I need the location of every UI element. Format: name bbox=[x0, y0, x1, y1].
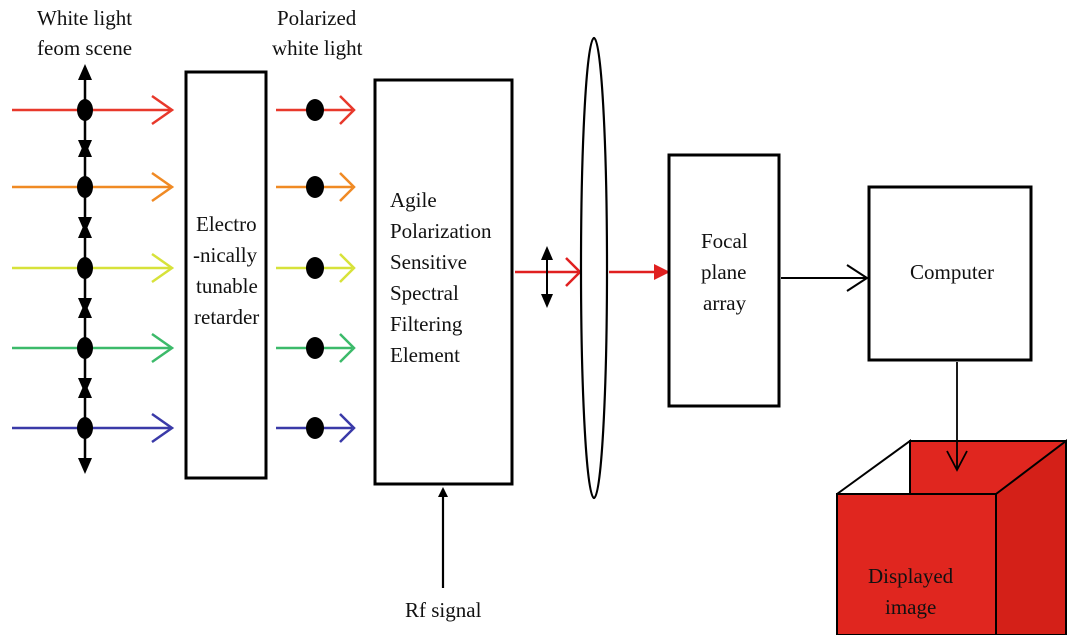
lens bbox=[579, 36, 609, 500]
filter-box bbox=[373, 78, 514, 486]
polarization-arrow-up-head bbox=[541, 246, 553, 260]
computer-box bbox=[867, 185, 1033, 362]
beam-to-focal-plane-arrowhead bbox=[654, 264, 670, 280]
filter-label-line5: Filtering bbox=[390, 312, 463, 336]
polarized-dot-5 bbox=[306, 417, 324, 439]
retarder-label-line2: -nically bbox=[193, 243, 258, 267]
display-front-panel bbox=[836, 493, 997, 635]
rf-signal-label: Rf signal bbox=[405, 598, 482, 622]
input-beam-arrowhead-3 bbox=[151, 252, 175, 284]
retarder-box bbox=[184, 70, 268, 480]
polarized-dot-2 bbox=[306, 176, 324, 198]
polarized-beam-arrowhead-4 bbox=[339, 333, 356, 363]
polarized-beam-arrowhead-2 bbox=[339, 172, 356, 202]
filter-label-line1: Agile bbox=[390, 188, 437, 212]
focal-plane-array-box bbox=[667, 153, 781, 408]
input-light-label-line1: White light bbox=[37, 6, 132, 30]
polarized-dot-4 bbox=[306, 337, 324, 359]
unpolarized-dot-1 bbox=[77, 99, 93, 121]
polarized-beam-arrowhead-3 bbox=[339, 253, 356, 283]
fpa-label-line1: Focal bbox=[701, 229, 748, 253]
input-beam-arrowhead-4 bbox=[151, 332, 175, 364]
polarized-beam-arrowhead-1 bbox=[339, 95, 356, 125]
unpolarized-up-head-4 bbox=[78, 302, 92, 318]
retarder-label-line3: tunable bbox=[196, 274, 258, 298]
polarization-arrow-down-head bbox=[541, 294, 553, 308]
unpolarized-up-head-2 bbox=[78, 141, 92, 157]
fpa-label-line2: plane bbox=[701, 260, 746, 284]
unpolarized-up-head-3 bbox=[78, 222, 92, 238]
unpolarized-up-head-5 bbox=[78, 382, 92, 398]
fpa-to-computer-arrowhead bbox=[846, 264, 869, 292]
polarized-light-label-line1: Polarized bbox=[277, 6, 357, 30]
unpolarized-dot-2 bbox=[77, 176, 93, 198]
filter-label-line3: Sensitive bbox=[390, 250, 467, 274]
polarized-light-label-line2: white light bbox=[272, 36, 363, 60]
input-beams bbox=[12, 64, 175, 474]
fpa-label-line3: array bbox=[703, 291, 747, 315]
display-label-line2: image bbox=[885, 595, 936, 619]
polarized-beams bbox=[276, 95, 356, 443]
display-label-line1: Displayed bbox=[868, 564, 954, 588]
filter-label-line4: Spectral bbox=[390, 281, 459, 305]
input-beam-arrowhead-1 bbox=[151, 94, 175, 126]
input-beam-arrowhead-5 bbox=[151, 412, 175, 444]
input-light-label-line2: feom scene bbox=[37, 36, 132, 60]
retarder-label-line4: retarder bbox=[194, 305, 259, 329]
filter-label-line6: Element bbox=[390, 343, 460, 367]
computer-to-display-arrowhead bbox=[946, 450, 968, 472]
polarized-dot-3 bbox=[306, 257, 324, 279]
unpolarized-dot-5 bbox=[77, 417, 93, 439]
input-beam-arrowhead-2 bbox=[151, 171, 175, 203]
unpolarized-down-head-5 bbox=[78, 458, 92, 474]
unpolarized-dot-3 bbox=[77, 257, 93, 279]
polarized-beam-arrowhead-5 bbox=[339, 413, 356, 443]
filter-label-line2: Polarization bbox=[390, 219, 492, 243]
retarder-label-line1: Electro bbox=[196, 212, 257, 236]
computer-label: Computer bbox=[910, 260, 994, 284]
unpolarized-dot-4 bbox=[77, 337, 93, 359]
polarized-dot-1 bbox=[306, 99, 324, 121]
unpolarized-up-head-1 bbox=[78, 64, 92, 80]
